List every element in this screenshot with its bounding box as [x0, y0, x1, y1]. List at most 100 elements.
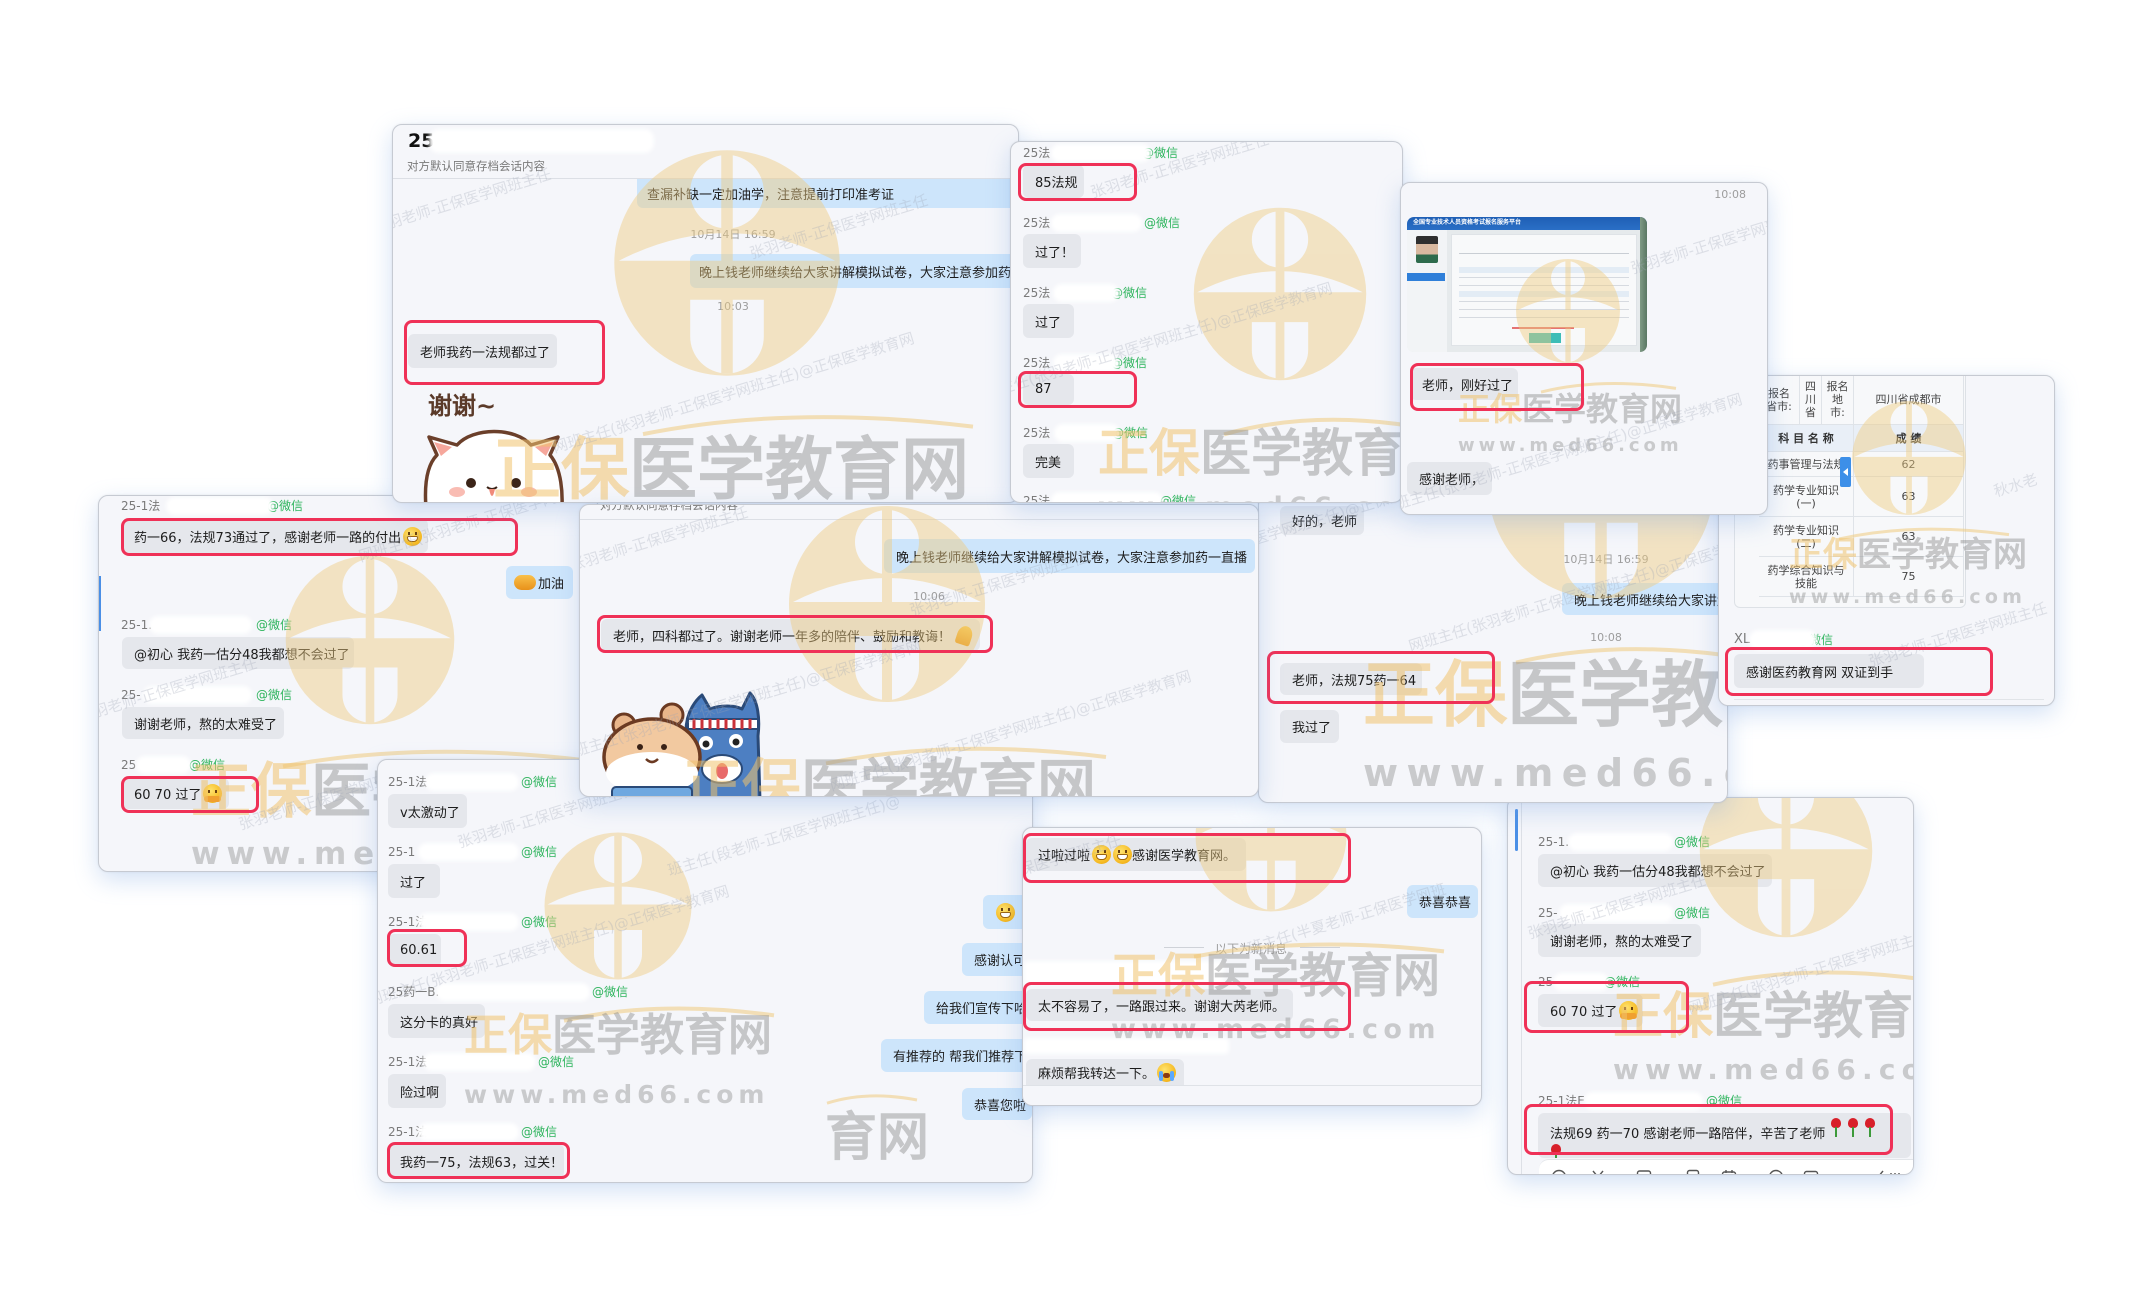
wechat-tag: @微信 [592, 985, 629, 999]
report-cell: 四川省 [1800, 376, 1822, 425]
message-text: 谢谢老师，熬的太难受了 [134, 717, 278, 733]
name-blur [1051, 214, 1142, 232]
name-blur [429, 129, 654, 153]
message-bubble: 麻烦帮我转达一下。 [1026, 1059, 1184, 1086]
name-blur [436, 983, 590, 1001]
image-menu-item [1407, 273, 1445, 281]
name-blur [1024, 1038, 1229, 1054]
rose-emoji-icon [1550, 1144, 1562, 1158]
sender-label: 25-1 [388, 845, 416, 859]
cry-laugh-emoji-icon [1157, 1063, 1177, 1082]
report-score-cell: 62 [1854, 452, 1964, 477]
wechat-tag: @微信 [1144, 216, 1181, 230]
active-indicator [99, 576, 101, 631]
message-bubble: 谢谢老师，熬的太难受了 [122, 707, 284, 739]
brand-arc [826, 741, 1106, 765]
message-text: 老师，法规75药一64 [1292, 673, 1417, 689]
name-blur [136, 756, 191, 774]
sender-label: 25-1. [121, 618, 153, 632]
score-screenshot-image[interactable]: 全国专业技术人员资格考试报名服务平台 [1407, 217, 1647, 352]
message-text: 这分卡的真好 [400, 1015, 479, 1031]
watermark-url: www.med66.com [1458, 435, 1683, 456]
message-bubble: 老师，法规75药一64 [1280, 663, 1422, 695]
hug-emoji-icon [203, 784, 223, 803]
message-text: 过了 [400, 875, 427, 891]
sender-label: 25法 [1023, 426, 1051, 440]
image-header-bar [1407, 217, 1647, 230]
watermark-diagonal-text: 网班主任(张羽老师-正保医学网班主任)@正保医学教育网 [827, 667, 1194, 795]
mic-icon[interactable] [1768, 1169, 1784, 1175]
wechat-tag: @微信 [267, 499, 304, 513]
score-report-image[interactable]: 报名省市: 四川省 报名地市: 四川省成都市 科 目 名 称 成 绩 药事管理与… [1734, 376, 1966, 608]
highlight-box [1018, 371, 1137, 408]
more-icon[interactable] [1888, 1169, 1904, 1175]
message-text: 查漏补缺一定加油学，注意提前打印准考证 [647, 188, 895, 203]
calendar-icon[interactable] [1721, 1169, 1737, 1175]
message-text: 过啦过啦 [1038, 849, 1091, 864]
wechat-tag: @微信 [256, 688, 293, 702]
screen-icon[interactable] [1803, 1169, 1819, 1175]
chat-subtitle: 对方默认同意存档会话内容 [600, 504, 738, 512]
sender-label: 25法 [1023, 216, 1051, 230]
wechat-tag: @微信 [1111, 286, 1148, 300]
name-blur [1559, 904, 1673, 922]
watermark-diagonal-text: 张羽老师-正保医学网班主任 [1628, 206, 1768, 278]
message-bubble: v太激动了 [388, 794, 467, 828]
active-indicator [1515, 809, 1518, 851]
message-text: 老师，刚好过了 [1422, 378, 1514, 394]
wechat-tag: @微信 [1111, 356, 1148, 370]
message-text: v太激动了 [400, 805, 460, 821]
report-subject-cell: 药学专业知识(一) [1759, 477, 1854, 517]
message-bubble: @初心 我药一估分48我都想不会过了 [122, 637, 354, 669]
message-bubble: 老师，刚好过了 [1410, 368, 1518, 400]
folder-icon[interactable] [1636, 1169, 1652, 1175]
grin-emoji-icon [996, 902, 1015, 922]
rose-emoji-icon [1864, 1118, 1876, 1138]
timestamp: 10月14日 16:59 [690, 228, 776, 241]
grin-emoji-icon [1113, 845, 1133, 864]
message-text: 药一66，法规73通过了，感谢老师一路的付出 [134, 530, 402, 546]
message-text: 太不容易了，一路跟过来。谢谢大芮老师。 [1038, 999, 1286, 1015]
grin-emoji-icon [403, 526, 423, 546]
edit-icon[interactable] [1870, 1169, 1886, 1175]
watermark: 正保医学教育网 www.med66.com 育网 张羽老师-正保医学网班主任 班… [378, 760, 1032, 1182]
brand-arc [1516, 642, 1728, 664]
message-text: 我药一75，法规63，过关！ [400, 1155, 564, 1171]
sender-label: 25法 [1023, 494, 1051, 503]
report-score-cell: 63 [1854, 517, 1964, 557]
report-header-cell: 成 绩 [1854, 425, 1964, 452]
message-bubble-sent: 晚上钱老师继续给大家讲解模拟试卷，大家注意参加药 [690, 254, 1018, 288]
message-bubble: 法规69 药一70 感谢老师一路陪伴，辛苦了老师 [1538, 1113, 1911, 1158]
message-text: 60 70 过了 [134, 788, 202, 803]
message-text: 晚上钱老师继续给大家讲解模拟试卷，大家注意参加药 [699, 265, 1012, 281]
brand-logo-icon [787, 504, 987, 704]
emoji-icon[interactable] [1551, 1169, 1567, 1175]
message-bubble: 我过了 [1280, 710, 1339, 743]
brand-arc [1713, 966, 1914, 986]
message-text: 恭喜您啦 [974, 1098, 1027, 1114]
highlight-box [597, 615, 993, 653]
wechat-tag: @微信 [521, 1125, 558, 1139]
message-text: 晚上钱老师继续给大家讲解模拟试卷，大家注意参加药一直播 [896, 550, 1248, 566]
message-bubble: 险过啊 [388, 1074, 446, 1108]
message-bubble-sent: 有推荐的 帮我们推荐下 [881, 1039, 1032, 1072]
message-text: 87 [1035, 382, 1052, 397]
file-icon[interactable] [1685, 1169, 1701, 1175]
name-blur [423, 1053, 536, 1071]
sender-label: 25法 [1023, 146, 1051, 160]
chat-subtitle: 对方默认同意存档会话内容 [407, 159, 545, 173]
chat-panel-6: 对方默认同意存档会话内容 晚上钱老师继续给大家讲解模拟试卷，大家注意参加药一直播… [579, 504, 1259, 797]
name-blur [1568, 833, 1673, 851]
chat-panel-4: 报名省市: 四川省 报名地市: 四川省成都市 科 目 名 称 成 绩 药事管理与… [1718, 375, 2055, 706]
timestamp: 10:08 [1714, 188, 1746, 201]
scissors-icon[interactable] [1590, 1169, 1606, 1175]
message-bubble: 60 70 过了 [1538, 994, 1643, 1027]
message-text: 好的，老师 [1292, 515, 1358, 530]
hamster-sticker [602, 691, 762, 796]
sender-label: 25-1法 [121, 499, 161, 513]
message-text: 法规69 药一70 感谢老师一路陪伴，辛苦了老师 [1550, 1127, 1826, 1142]
sender-label: 25-1. [1538, 835, 1570, 849]
message-text: 60 70 过了 [1550, 1005, 1618, 1020]
highlight-box [387, 1142, 570, 1179]
name-blur [418, 1123, 519, 1141]
